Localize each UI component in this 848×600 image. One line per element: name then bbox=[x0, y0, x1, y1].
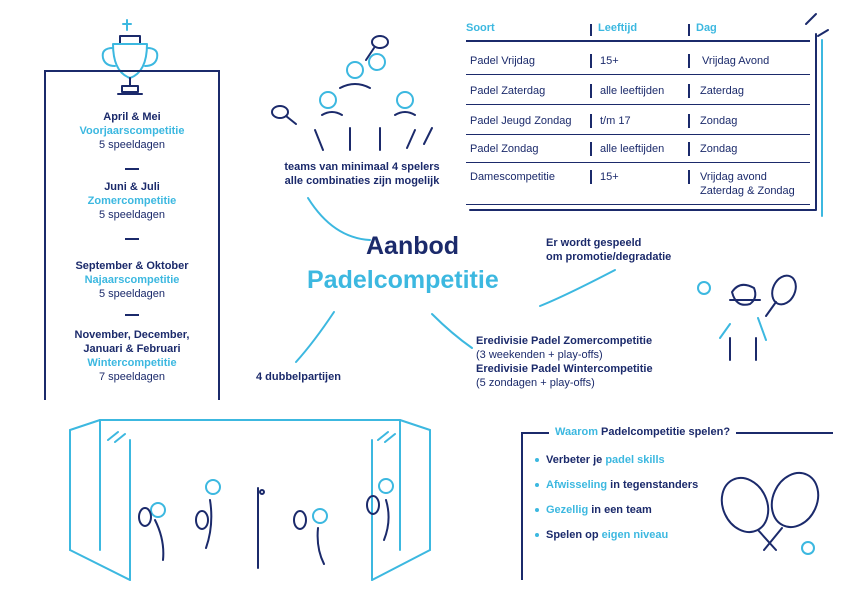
why-box: Waarom Padelcompetitie spelen? Verbeter … bbox=[521, 426, 833, 580]
divider bbox=[688, 142, 690, 156]
promo-line: Er wordt gespeeld bbox=[546, 237, 642, 249]
bullet-icon bbox=[535, 458, 539, 463]
table-cell: Damescompetitie bbox=[470, 171, 555, 183]
season-days: 5 speeldagen bbox=[98, 209, 166, 221]
divider bbox=[590, 84, 592, 98]
table-row: Padel Vrijdag 15+ Vrijdag Avond bbox=[466, 48, 810, 75]
teams-line: teams van minimaal 4 spelers bbox=[284, 161, 440, 173]
table-cell: Padel Jeugd Zondag bbox=[470, 115, 572, 127]
divider bbox=[688, 54, 690, 68]
bullet-text: Verbeter je bbox=[546, 454, 606, 466]
table-cell: Zaterdag & Zondag bbox=[700, 185, 795, 197]
table-header-leeftijd: Leeftijd bbox=[598, 22, 638, 34]
season-summer: Juni & Juli Zomercompetitie 5 speeldagen bbox=[46, 180, 218, 222]
season-autumn: September & Oktober Najaarscompetitie 5 … bbox=[46, 259, 218, 301]
divider bbox=[688, 170, 690, 184]
divider bbox=[590, 24, 592, 36]
bullet-text: in een team bbox=[588, 504, 652, 516]
bullet-highlight: Gezellig bbox=[546, 504, 589, 516]
season-months: April & Mei bbox=[103, 111, 161, 123]
why-title-highlight: Waarom bbox=[555, 426, 598, 438]
season-name: Voorjaarscompetitie bbox=[79, 125, 185, 137]
bullet-icon bbox=[535, 508, 539, 513]
page-title: Aanbod bbox=[366, 232, 460, 260]
table-row: Padel Zaterdag alle leeftijden Zaterdag bbox=[466, 78, 810, 105]
table-cell: Vrijdag avond bbox=[700, 171, 767, 183]
divider bbox=[590, 54, 592, 68]
seasons-box: April & Mei Voorjaarscompetitie 5 speeld… bbox=[44, 70, 220, 400]
table-cell: alle leeftijden bbox=[600, 143, 665, 155]
table-row: Damescompetitie 15+ Vrijdag avond Zaterd… bbox=[466, 164, 810, 205]
list-item: Gezellig in een team bbox=[535, 504, 652, 516]
season-months: Januari & Februari bbox=[83, 343, 181, 355]
eredivisie-winter: Eredivisie Padel Wintercompetitie bbox=[476, 363, 653, 375]
divider bbox=[125, 168, 139, 170]
table-row: Padel Jeugd Zondag t/m 17 Zondag bbox=[466, 108, 810, 135]
eredivisie-summer: Eredivisie Padel Zomercompetitie bbox=[476, 335, 653, 347]
team-players-icon bbox=[271, 35, 433, 151]
season-months: November, December, bbox=[74, 329, 190, 341]
divider bbox=[688, 84, 690, 98]
season-name: Zomercompetitie bbox=[87, 195, 177, 207]
divider bbox=[590, 114, 592, 128]
table-cell: Padel Zondag bbox=[470, 143, 539, 155]
list-item: Afwisseling in tegenstanders bbox=[535, 479, 698, 491]
season-days: 5 speeldagen bbox=[98, 288, 166, 300]
doubles-note: 4 dubbelpartijen bbox=[256, 371, 341, 383]
table-header-dag: Dag bbox=[696, 22, 717, 34]
teams-note: teams van minimaal 4 spelers alle combin… bbox=[262, 160, 462, 188]
divider bbox=[688, 24, 690, 36]
eredivisie-winter-detail: (5 zondagen + play-offs) bbox=[476, 377, 595, 389]
page-subtitle: Padelcompetitie bbox=[307, 266, 499, 294]
season-winter: November, December, Januari & Februari W… bbox=[46, 328, 218, 384]
table-cell: Zondag bbox=[700, 143, 738, 155]
table-cell: Zaterdag bbox=[700, 85, 745, 97]
season-months: September & Oktober bbox=[75, 260, 189, 272]
divider bbox=[125, 238, 139, 240]
bullet-text: Spelen op bbox=[546, 529, 602, 541]
divider bbox=[688, 114, 690, 128]
season-name: Wintercompetitie bbox=[87, 357, 177, 369]
promo-line: om promotie/degradatie bbox=[546, 251, 672, 263]
season-name: Najaarscompetitie bbox=[84, 274, 180, 286]
table-cell: 15+ bbox=[600, 171, 619, 183]
eredivisie-note: Eredivisie Padel Zomercompetitie (3 week… bbox=[476, 334, 653, 390]
season-months: Juni & Juli bbox=[104, 181, 160, 193]
why-title: Waarom Padelcompetitie spelen? bbox=[549, 426, 737, 438]
table-row: Padel Zondag alle leeftijden Zondag bbox=[466, 136, 810, 163]
bullet-text: in tegenstanders bbox=[607, 479, 699, 491]
divider bbox=[125, 314, 139, 316]
season-days: 7 speeldagen bbox=[98, 371, 166, 383]
padel-court-icon bbox=[69, 419, 431, 581]
bullet-icon bbox=[535, 483, 539, 488]
table-cell: alle leeftijden bbox=[600, 85, 665, 97]
bullet-highlight: padel skills bbox=[605, 454, 665, 466]
table-cell: 15+ bbox=[600, 55, 619, 67]
table-cell: Padel Zaterdag bbox=[470, 85, 546, 97]
season-days: 5 speeldagen bbox=[98, 139, 166, 151]
divider bbox=[590, 170, 592, 184]
promotion-note: Er wordt gespeeld om promotie/degradatie bbox=[546, 236, 706, 264]
divider bbox=[466, 40, 810, 42]
table-header-soort: Soort bbox=[466, 22, 495, 34]
divider bbox=[590, 142, 592, 156]
table-cell: Zondag bbox=[700, 115, 738, 127]
bullet-highlight: Afwisseling bbox=[546, 479, 608, 491]
list-item: Spelen op eigen niveau bbox=[535, 529, 668, 541]
list-item: Verbeter je padel skills bbox=[535, 454, 665, 466]
table-cell: t/m 17 bbox=[600, 115, 631, 127]
bullet-highlight: eigen niveau bbox=[601, 529, 669, 541]
competition-table: Soort Leeftijd Dag Padel Vrijdag 15+ Vri… bbox=[466, 22, 810, 212]
table-cell: Padel Vrijdag bbox=[470, 55, 536, 67]
season-spring: April & Mei Voorjaarscompetitie 5 speeld… bbox=[46, 110, 218, 152]
why-title-rest: Padelcompetitie spelen? bbox=[598, 426, 731, 438]
bullet-icon bbox=[535, 533, 539, 538]
table-cell: Vrijdag Avond bbox=[702, 55, 770, 67]
teams-line: alle combinaties zijn mogelijk bbox=[284, 175, 440, 187]
tennis-player-icon bbox=[697, 274, 797, 361]
eredivisie-summer-detail: (3 weekenden + play-offs) bbox=[476, 349, 603, 361]
